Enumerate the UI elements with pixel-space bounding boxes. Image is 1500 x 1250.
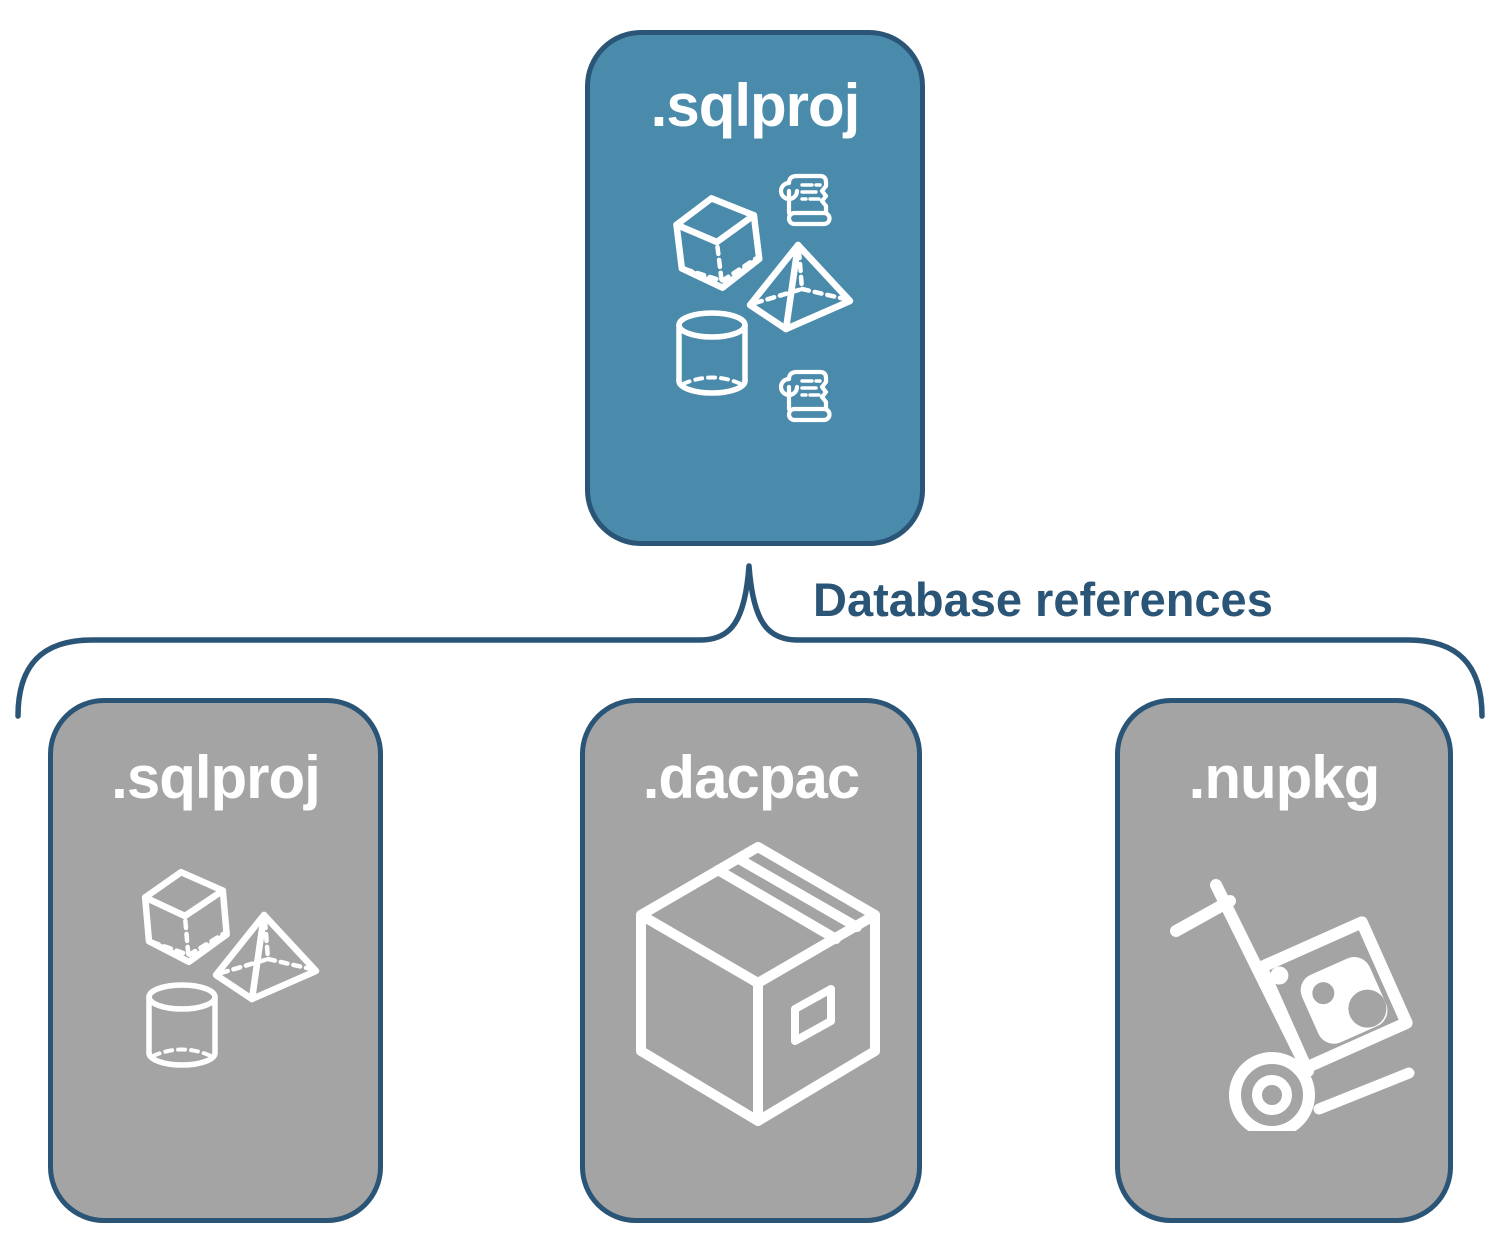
child-box-dacpac: .dacpac <box>580 698 922 1223</box>
scroll-icon <box>778 173 832 227</box>
root-box-title: .sqlproj <box>650 72 861 139</box>
child-box-nupkg: .nupkg <box>1115 698 1453 1223</box>
connector-label: Database references <box>813 573 1273 626</box>
cylinder-icon <box>146 982 218 1068</box>
package-box-icon <box>636 842 880 1126</box>
child-box-title: .dacpac <box>642 744 860 811</box>
sql-objects-icons <box>673 173 854 423</box>
child-box-sqlproj: .sqlproj <box>48 698 383 1223</box>
cylinder-icon <box>676 310 748 396</box>
pyramid-icon <box>212 911 320 1003</box>
child-box-title: .sqlproj <box>111 744 321 811</box>
nuget-package <box>1255 916 1413 1074</box>
pyramid-icon <box>746 241 854 333</box>
hand-truck-icon <box>1170 879 1415 1131</box>
cube-icon <box>673 195 763 291</box>
child-box-title: .nupkg <box>1188 744 1381 811</box>
scroll-icon <box>778 369 832 423</box>
sql-objects-icons <box>141 868 320 1068</box>
root-box-sqlproj: .sqlproj <box>585 30 925 546</box>
cube-icon <box>141 868 230 966</box>
